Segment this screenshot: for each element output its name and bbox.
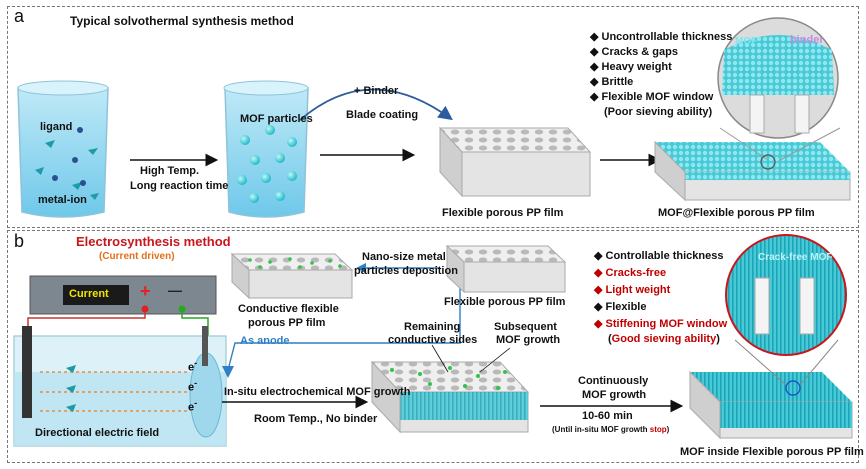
until-label: (Until in-situ MOF growth stop) [552, 425, 670, 434]
step1-line1: High Temp. [140, 165, 200, 177]
film-b-label: Flexible porous PP film [444, 296, 566, 308]
bullet-b-1: ◆ Controllable thickness [594, 250, 724, 262]
continuous-line1: Continuously [578, 375, 649, 387]
bullet-b-4: ◆ Flexible [594, 301, 647, 313]
power-supply [29, 275, 217, 315]
step1-line2: Long reaction time [130, 180, 229, 192]
anode-label: As anode [240, 335, 290, 347]
zoom-circle-b [725, 234, 847, 356]
final-film-label: MOF inside Flexible porous PP film [680, 446, 864, 458]
panel-b-letter: b [14, 231, 25, 251]
anode-connector [227, 265, 461, 371]
panel-a-letter: a [14, 6, 25, 26]
bullet-a-2: ◆ Cracks & gaps [590, 46, 678, 58]
remaining-line2: conductive sides [388, 334, 478, 346]
remaining-line1: Remaining [404, 321, 461, 333]
mof-film-a-label: MOF@Flexible porous PP film [658, 207, 815, 219]
panel-b-subtitle: (Current driven) [99, 251, 175, 262]
metal-ion-label: metal-ion [38, 194, 87, 206]
bullet-a-1: ◆ Uncontrollable thickness [590, 31, 733, 43]
bullet-b-2: ◆ Cracks-free [594, 267, 667, 279]
electron-2: e- [188, 378, 198, 394]
growth-label: In-situ electrochemical MOF growth [224, 386, 411, 398]
conductive-line1: Conductive flexible [238, 303, 339, 315]
mof-particles-label: MOF particles [240, 113, 313, 125]
pp-film-a [438, 126, 592, 198]
film-a-label: Flexible porous PP film [442, 207, 564, 219]
electron-3: e- [188, 398, 198, 414]
conductive-line2: porous PP film [248, 317, 326, 329]
binder-arrow [299, 88, 453, 121]
field-lines [40, 371, 188, 412]
plus-sign: + [140, 281, 151, 301]
beaker-1 [17, 80, 109, 218]
zoom-b-label: Crack-free MOF [758, 252, 833, 263]
bullet-b-6: (Good sieving ability) [608, 333, 720, 345]
bullet-a-5: ◆ Flexible MOF window [590, 91, 714, 103]
electrolyte-tank [13, 326, 227, 447]
continuous-line2: MOF growth [582, 389, 647, 401]
blade-coating-label: Blade coating [346, 109, 419, 121]
bullet-a-6: (Poor sieving ability) [604, 106, 713, 118]
bullet-a-3: ◆ Heavy weight [590, 61, 672, 73]
ligand-label: ligand [40, 121, 73, 133]
panel-b [7, 230, 859, 463]
conditions-label: Room Temp., No binder [254, 413, 378, 425]
deposition-line2: particles deposition [354, 265, 458, 277]
bullet-a-4: ◆ Brittle [590, 76, 634, 88]
bullet-b-5: ◆ Stiffening MOF window [594, 318, 728, 330]
panel-b-title: Electrosynthesis method [76, 234, 231, 249]
final-film [689, 370, 853, 440]
zoom-circle-a [717, 17, 839, 139]
current-label: Current [69, 288, 109, 300]
subsequent-line2: MOF growth [496, 334, 561, 346]
mof-film-a [654, 140, 851, 202]
minus-sign: — [168, 282, 182, 298]
zoom-a-binder: binder [790, 34, 824, 46]
field-label: Directional electric field [35, 427, 160, 439]
electron-1: e- [188, 358, 198, 374]
pp-film-b [445, 244, 567, 294]
time-label: 10-60 min [582, 410, 633, 422]
zoom-a-mof: MOF [735, 36, 758, 47]
deposition-line1: Nano-size metal [362, 251, 446, 263]
conductive-film [230, 252, 354, 300]
beaker-2 [223, 80, 309, 218]
panel-a [7, 6, 859, 228]
bullet-b-3: ◆ Light weight [594, 284, 671, 296]
binder-label: + Binder [354, 85, 399, 97]
subsequent-line1: Subsequent [494, 321, 557, 333]
growing-film [370, 360, 530, 434]
panel-a-title: Typical solvothermal synthesis method [70, 14, 294, 28]
